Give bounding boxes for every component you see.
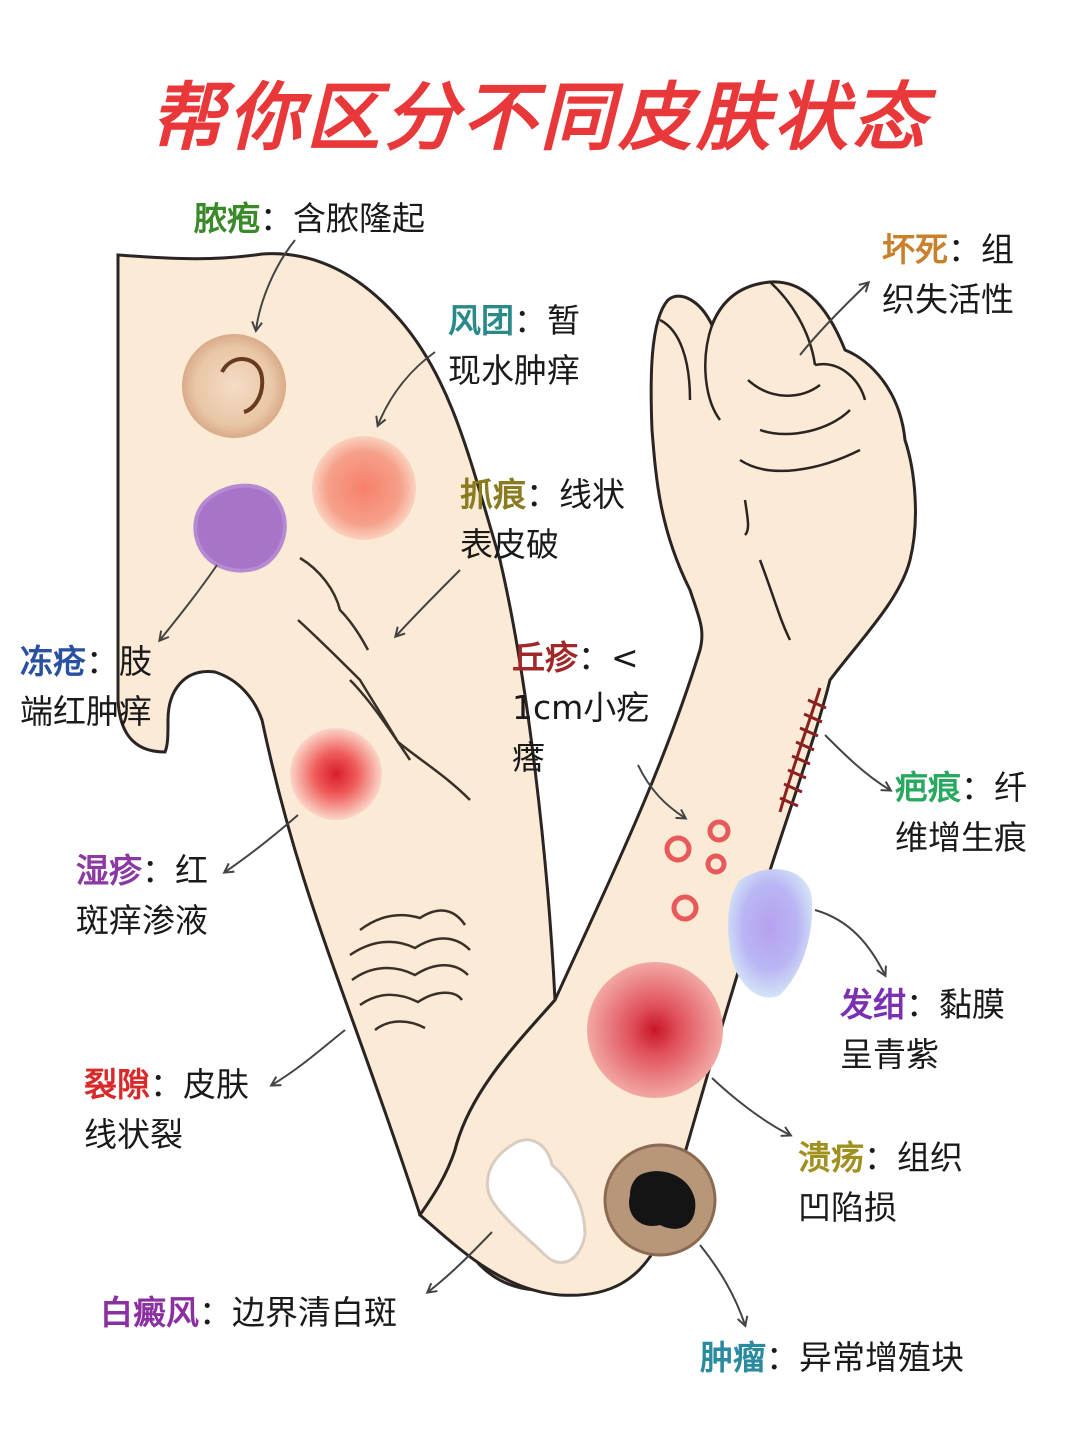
right-arm (418, 280, 917, 1297)
term-urticaria: 风团 (448, 301, 514, 340)
excoriation-marks (297, 556, 471, 801)
label-cyanosis: 发绀：黏膜 呈青紫 (840, 985, 1005, 1074)
label-vitiligo: 白癜风：边界清白斑 (100, 1293, 397, 1332)
arrow-papule (637, 764, 685, 818)
arrows (160, 239, 890, 1325)
vitiligo-lesion (485, 1138, 587, 1264)
eczema-lesion (290, 728, 382, 820)
arrow-eczema (225, 814, 299, 872)
label-ulcer: 溃疡：组织 凹陷损 (798, 1138, 963, 1227)
arrow-cyanosis (814, 909, 885, 975)
desc-cyanosis-2: 呈青紫 (840, 1035, 939, 1074)
cyanosis-lesion (728, 869, 813, 998)
label-fissure: 裂隙：皮肤 线状裂 (84, 1065, 249, 1154)
term-ulcer: 溃疡 (798, 1138, 864, 1177)
label-eczema: 湿疹：红 斑痒渗液 (76, 851, 208, 940)
term-eczema: 湿疹 (76, 851, 142, 890)
fissure-pattern (349, 909, 471, 1032)
ulcer-lesion (587, 962, 723, 1098)
label-scar: 疤痕：纤 维增生痕 (895, 768, 1027, 857)
desc-chilblain-2: 端红肿痒 (20, 692, 152, 731)
desc-scar-1: 纤 (994, 768, 1027, 807)
desc-papule-1: < (611, 638, 639, 677)
desc-urticaria-2: 现水肿痒 (448, 351, 580, 390)
term-pustule: 脓疱 (194, 199, 260, 238)
fist-details (659, 281, 867, 641)
desc-eczema-2: 斑痒渗液 (76, 901, 208, 940)
term-fissure: 裂隙 (84, 1065, 150, 1104)
arrow-chilblain (160, 564, 218, 640)
arrow-tumor (699, 1244, 745, 1325)
term-necrosis: 坏死 (882, 230, 948, 269)
term-scar: 疤痕 (895, 768, 961, 807)
desc-eczema-1: 红 (175, 851, 208, 890)
term-vitiligo: 白癜风 (100, 1293, 199, 1332)
arrow-urticaria (378, 351, 436, 425)
label-urticaria: 风团：暂 现水肿痒 (448, 301, 580, 390)
desc-ulcer-2: 凹陷损 (798, 1188, 897, 1227)
desc-necrosis-1: 组 (981, 230, 1014, 269)
desc-scar-2: 维增生痕 (895, 818, 1027, 857)
desc-cyanosis-1: 黏膜 (939, 985, 1005, 1024)
desc-papule-2: 1cm小疙 (512, 688, 650, 727)
desc-ulcer-1: 组织 (897, 1138, 963, 1177)
page-title: 帮你区分不同皮肤状态 (150, 75, 930, 161)
desc-tumor-1: 异常增殖块 (799, 1338, 964, 1377)
urticaria-lesion (312, 436, 416, 540)
desc-excoriation-1: 线状 (559, 475, 625, 514)
tumor-lesion (603, 1143, 717, 1257)
label-tumor: 肿瘤：异常增殖块 (700, 1338, 964, 1377)
desc-urticaria-1: 暂 (547, 301, 580, 340)
desc-papule-3: 瘩 (512, 738, 545, 777)
arrow-scar (824, 734, 890, 790)
term-excoriation: 抓痕 (460, 475, 526, 514)
desc-excoriation-2: 表皮破 (460, 525, 559, 564)
arrow-excoriation (396, 569, 461, 636)
term-papule: 丘疹 (512, 638, 578, 677)
label-chilblain: 冻疮：肢 端红肿痒 (20, 642, 152, 731)
desc-necrosis-2: 织失活性 (882, 280, 1014, 319)
label-papule: 丘疹：< 1cm小疙 瘩 (512, 638, 650, 777)
scar-lesion (778, 687, 827, 813)
chilblain-lesion (193, 483, 287, 573)
desc-vitiligo-1: 边界清白斑 (232, 1293, 397, 1332)
desc-fissure-2: 线状裂 (84, 1115, 183, 1154)
term-cyanosis: 发绀 (840, 985, 906, 1024)
arrow-vitiligo (428, 1231, 493, 1292)
arrow-fissure (272, 1029, 346, 1085)
arrow-ulcer (711, 1077, 790, 1135)
desc-pustule-1: 含脓隆起 (293, 199, 425, 238)
label-pustule: 脓疱：含脓隆起 (194, 199, 425, 238)
term-chilblain: 冻疮 (20, 642, 86, 681)
desc-chilblain-1: 肢 (119, 642, 152, 681)
desc-fissure-1: 皮肤 (183, 1065, 249, 1104)
arrow-necrosis (799, 283, 868, 356)
term-tumor: 肿瘤 (700, 1338, 766, 1377)
label-excoriation: 抓痕：线状 表皮破 (460, 475, 625, 564)
papule-lesions (664, 819, 731, 922)
pustule-lesion (182, 334, 286, 438)
arrow-pustule (256, 239, 296, 330)
label-necrosis: 坏死：组 织失活性 (882, 230, 1014, 319)
